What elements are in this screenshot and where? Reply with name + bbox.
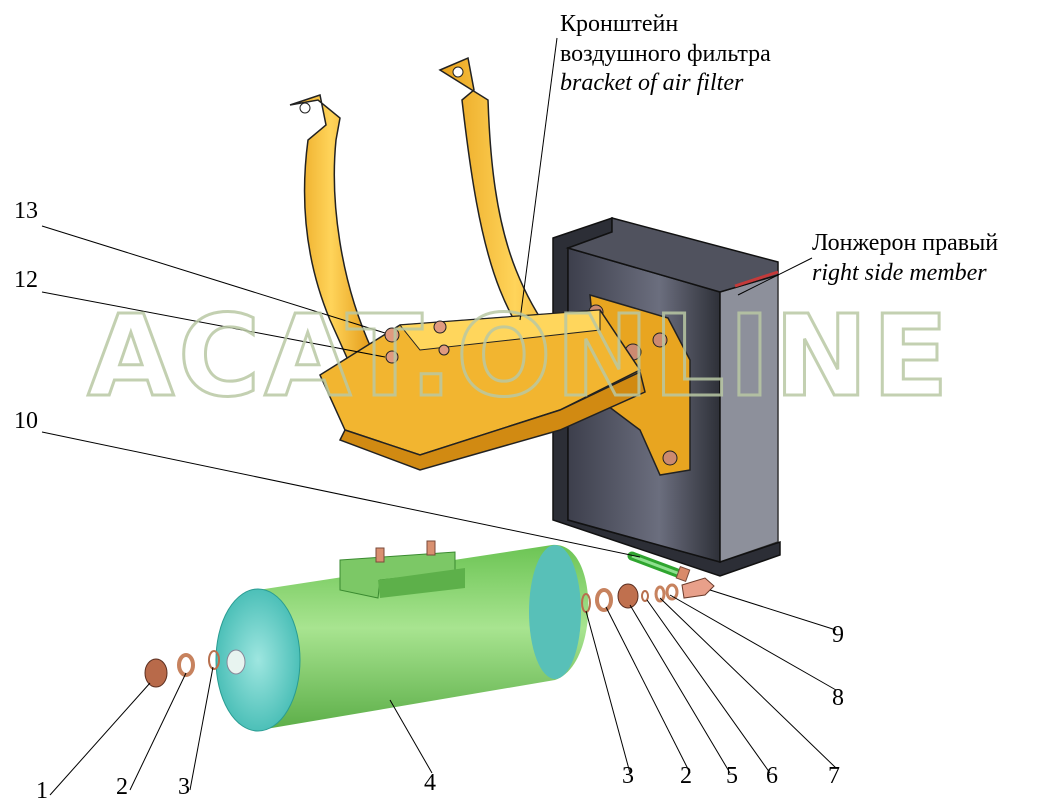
part-number-6: 6 xyxy=(766,763,778,789)
part-number-12: 12 xyxy=(14,267,38,293)
part-number-7: 7 xyxy=(828,763,840,789)
bracket-label-ru-line1: Кронштейн xyxy=(560,11,679,37)
part-number-13: 13 xyxy=(14,198,38,224)
bracket-label-ru-line2: воздушного фильтра xyxy=(560,41,771,67)
air-receiver xyxy=(215,540,589,732)
member-label-ru: Лонжерон правый xyxy=(812,230,999,256)
member-label-en: right side member xyxy=(812,260,987,286)
watermark-text: ACAT.ONLINE xyxy=(87,292,952,422)
part-number-2-left: 2 xyxy=(116,774,128,800)
part-number-3-right: 3 xyxy=(622,763,634,789)
part-number-4: 4 xyxy=(424,770,436,796)
part-number-2-right: 2 xyxy=(680,763,692,789)
part-number-9: 9 xyxy=(832,622,844,648)
part-number-10: 10 xyxy=(14,408,38,434)
air-filter-bracket xyxy=(289,56,646,471)
fittings xyxy=(144,551,715,688)
part-number-8: 8 xyxy=(832,685,844,711)
leader-lines xyxy=(41,37,837,796)
bracket-label-en: bracket of air filter xyxy=(560,70,744,96)
part-number-1: 1 xyxy=(36,778,48,804)
part-number-3-left: 3 xyxy=(178,774,190,800)
part-number-5: 5 xyxy=(726,763,738,789)
